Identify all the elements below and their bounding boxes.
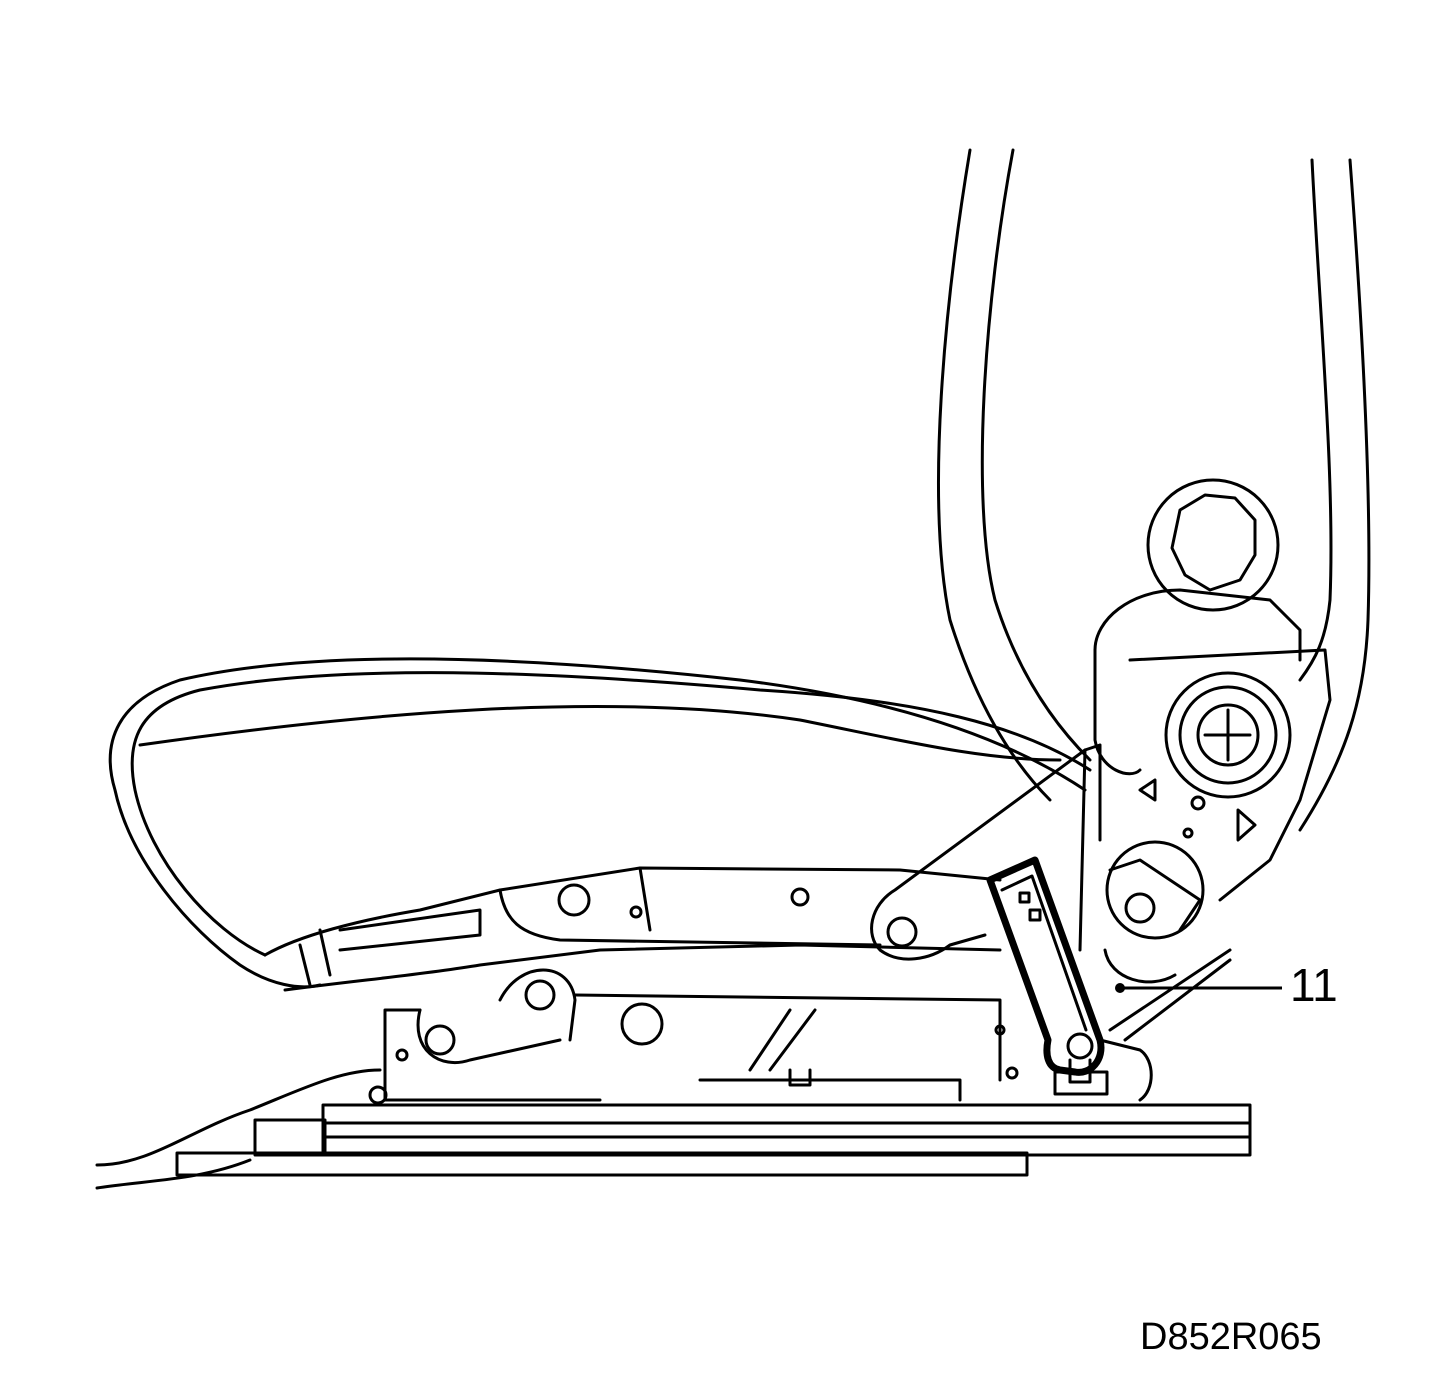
seat-frame: [263, 866, 1002, 992]
callout-label-11: 11: [1290, 959, 1338, 1011]
backrest: [937, 148, 1371, 832]
height-mechanism: [368, 948, 1232, 1105]
callout-11-leader: [1115, 983, 1282, 993]
recliner-knob: [1146, 478, 1280, 612]
buckle-strap: [986, 856, 1109, 1096]
drawing-code: D852R065: [1140, 1316, 1322, 1358]
recliner-bracket: [870, 588, 1332, 984]
seat-rails: [95, 1068, 1252, 1190]
seat-cushion: [108, 657, 1092, 989]
